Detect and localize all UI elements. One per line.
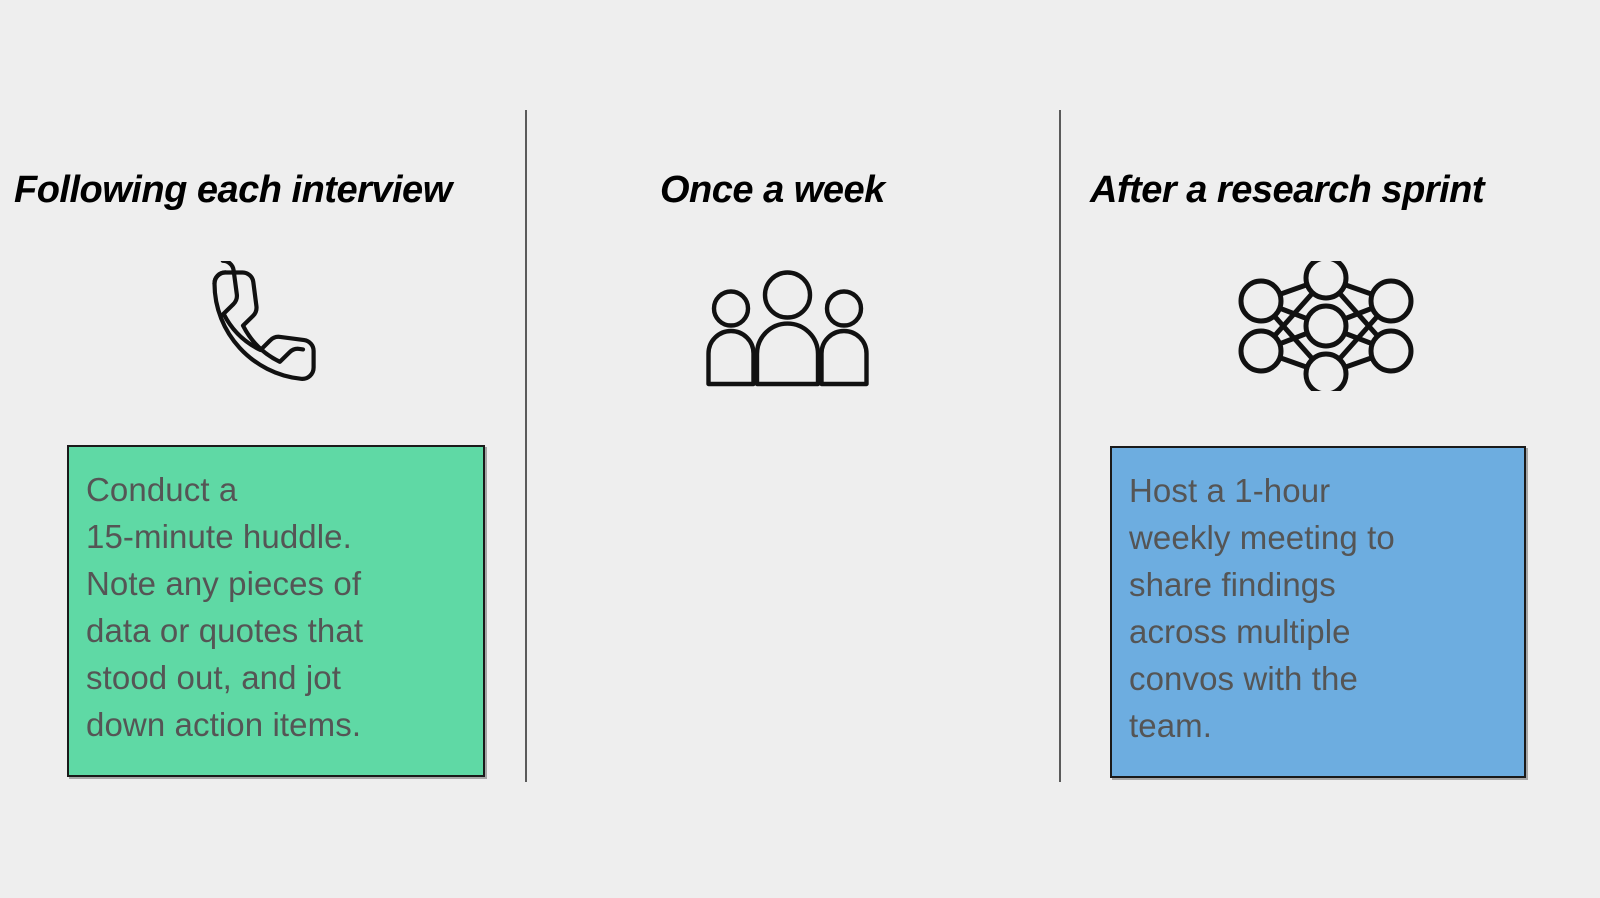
column-divider-2 (1059, 110, 1061, 782)
people-group-icon (527, 252, 1047, 400)
neural-network-icon (1061, 252, 1591, 400)
column-heading-3: After a research sprint (1090, 169, 1485, 211)
column-after-a-research-sprint: After a research sprint (1061, 0, 1600, 898)
phone-icon (0, 252, 520, 400)
column-heading-2: Once a week (660, 169, 885, 211)
column-heading-1: Following each interview (14, 169, 452, 211)
card-following-each-interview: Conduct a 15-minute huddle. Note any pie… (67, 445, 485, 777)
card-once-a-week: Host a 1-hour weekly meeting to share fi… (1110, 446, 1526, 778)
column-once-a-week: Once a week Host a 1-hour weekly meeting… (527, 0, 1526, 898)
card-text-1: Conduct a 15-minute huddle. Note any pie… (86, 471, 364, 743)
column-following-each-interview: Following each interview Conduct a 15-mi… (0, 0, 525, 898)
column-divider-1 (525, 110, 527, 782)
card-text-2: Host a 1-hour weekly meeting to share fi… (1129, 472, 1395, 744)
